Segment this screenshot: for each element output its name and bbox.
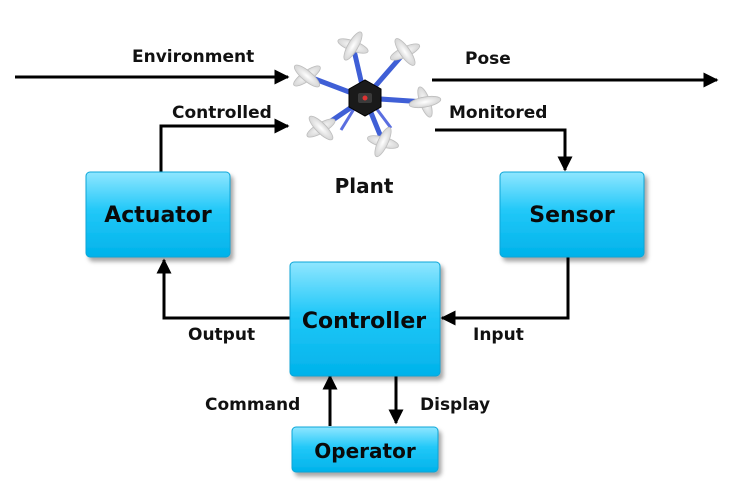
input-label: Input bbox=[473, 325, 524, 345]
controller-label: Controller bbox=[302, 309, 426, 334]
operator-label: Operator bbox=[314, 439, 416, 463]
actuator-block bbox=[85, 171, 231, 258]
pose-label: Pose bbox=[465, 49, 511, 69]
hexacopter-drone-icon bbox=[293, 31, 442, 158]
controlled-arrow bbox=[159, 118, 290, 172]
controlled-label: Controlled bbox=[172, 103, 272, 123]
actuator-label: Actuator bbox=[104, 203, 212, 228]
monitored-arrow bbox=[435, 128, 573, 172]
sensor-label: Sensor bbox=[529, 203, 615, 228]
sensor-block bbox=[499, 171, 645, 258]
command-label: Command bbox=[205, 395, 300, 415]
output-label: Output bbox=[188, 325, 255, 345]
output-arrow bbox=[156, 258, 290, 320]
operator-block bbox=[291, 426, 439, 473]
controller-block bbox=[289, 261, 441, 377]
environment-label: Environment bbox=[132, 47, 254, 67]
display-label: Display bbox=[420, 395, 490, 415]
monitored-label: Monitored bbox=[449, 103, 547, 123]
input-arrow bbox=[440, 257, 570, 326]
plant-label: Plant bbox=[335, 174, 394, 198]
